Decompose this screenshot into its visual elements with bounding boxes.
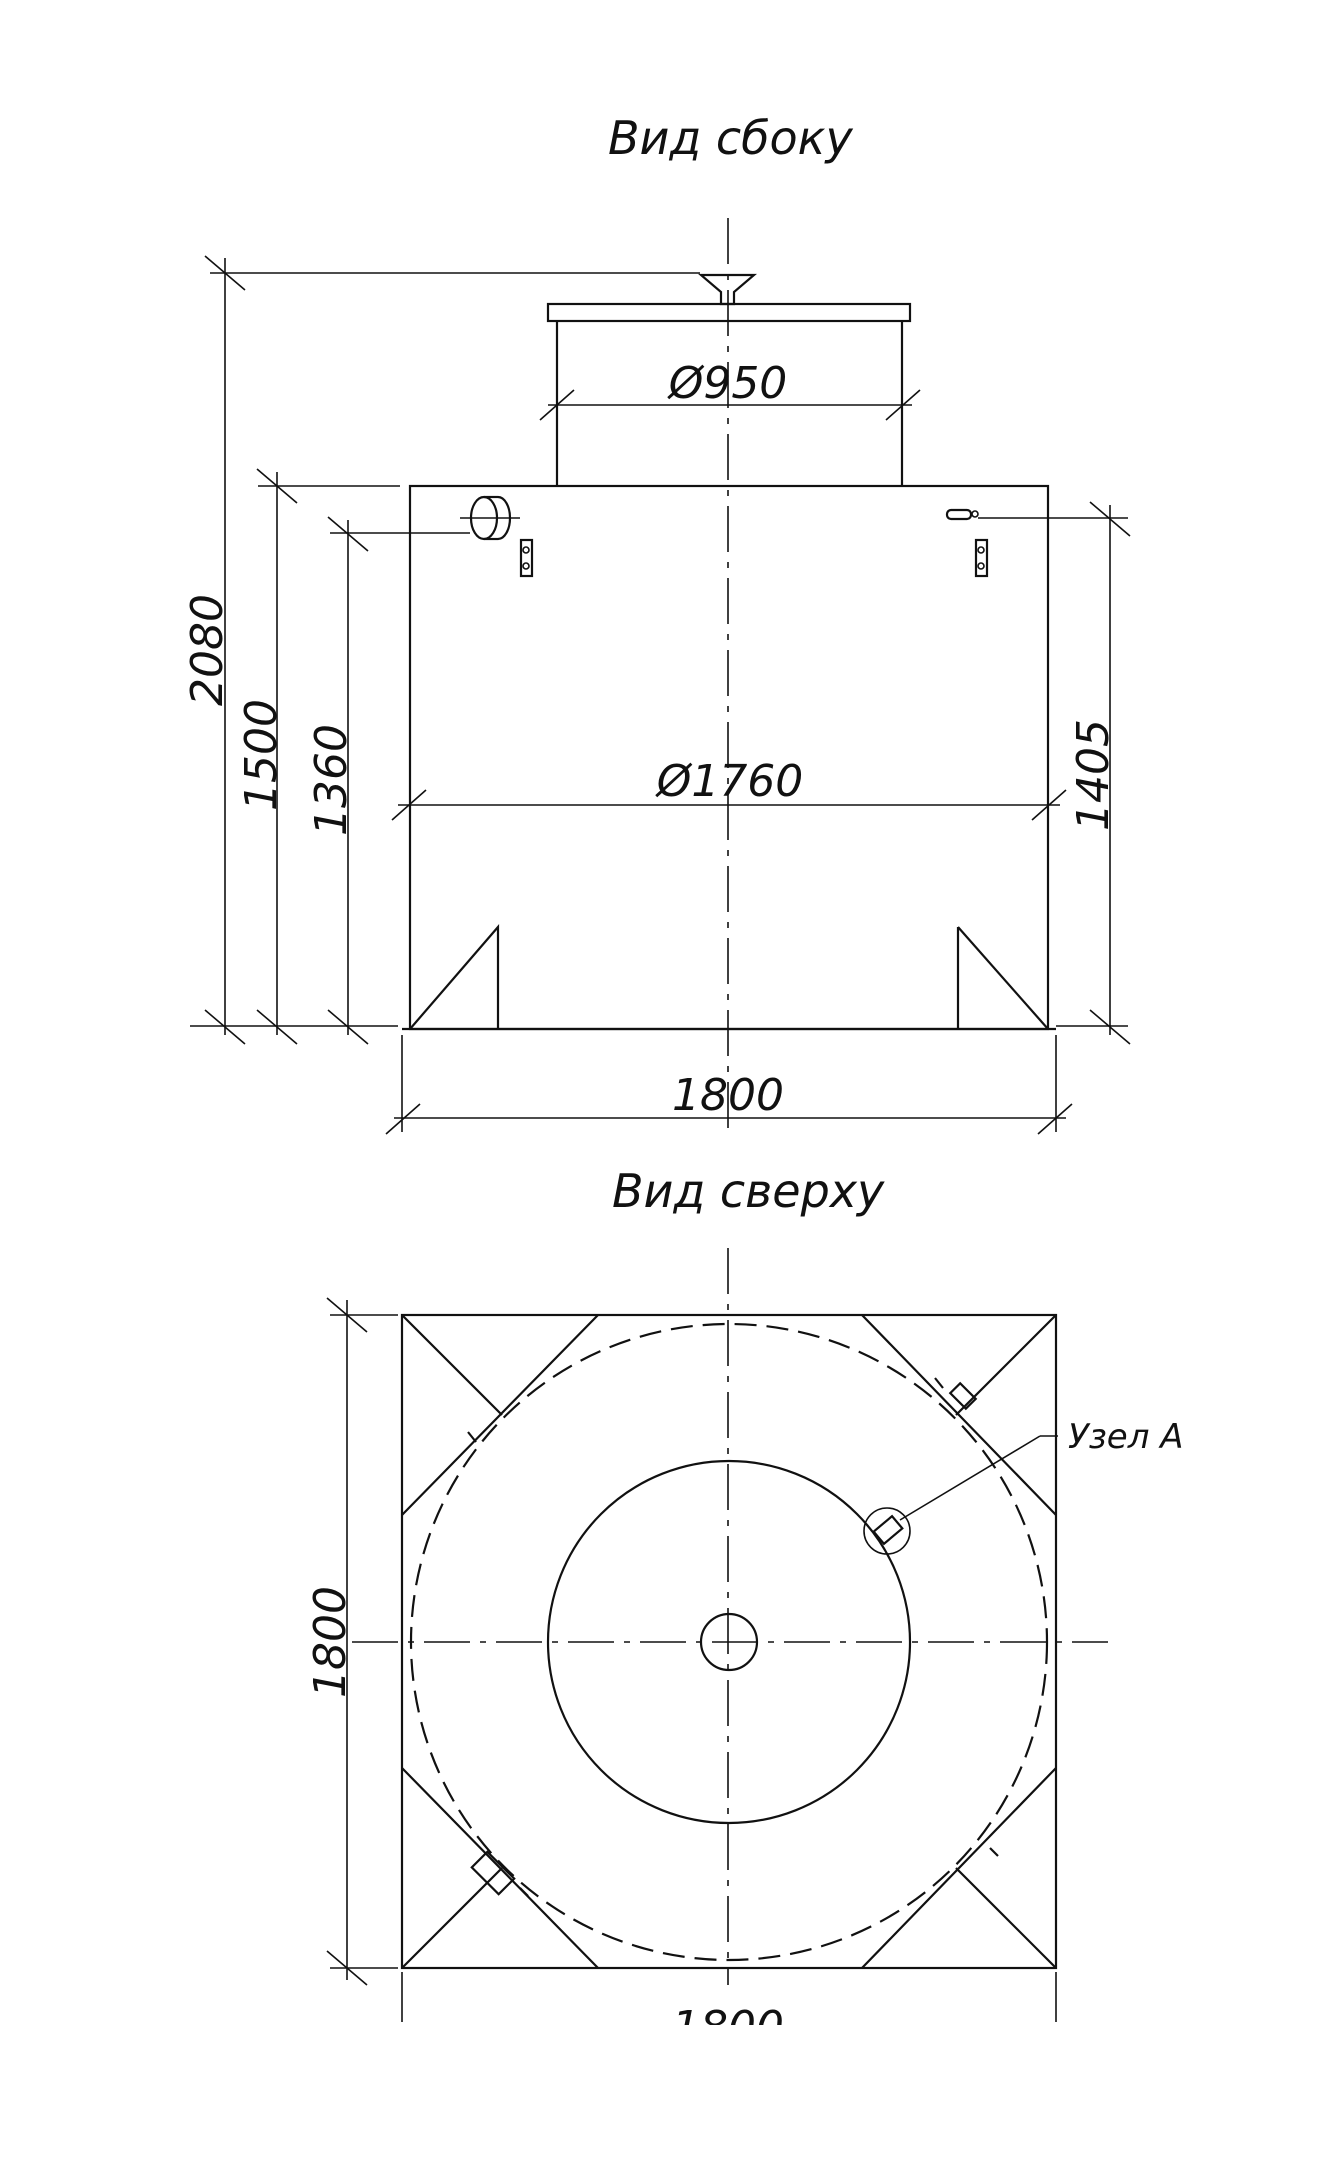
corner-gussets xyxy=(401,1314,1057,1969)
dim-1800-top-left-label: 1800 xyxy=(305,1586,356,1698)
dim-right-height: 1405 xyxy=(978,501,1131,1045)
dim-1405-label: 1405 xyxy=(1068,719,1119,831)
dim-lower-height: 1360 xyxy=(306,516,470,1045)
node-a-label: Узел А xyxy=(1068,1417,1184,1457)
left-gusset xyxy=(409,924,500,1030)
dim-body-height: 1500 xyxy=(236,468,400,1045)
bottom-whitespace xyxy=(0,2025,1327,2163)
dim-base-width: 1800 xyxy=(385,1035,1073,1135)
dim-overall-height: 2080 xyxy=(182,255,700,1045)
lid xyxy=(546,302,912,323)
dim-top-left-height: 1800 xyxy=(305,1297,398,1986)
side-view-title: Вид сбоку xyxy=(608,111,853,165)
dim-1500-label: 1500 xyxy=(236,699,287,811)
node-a-callout: Узел А xyxy=(863,1417,1184,1555)
side-view: Вид сбоку xyxy=(182,111,1131,1135)
top-view: Вид сверху xyxy=(305,1164,1184,2053)
right-gusset xyxy=(957,926,1049,1030)
top-view-title: Вид сверху xyxy=(612,1164,885,1218)
knob-circle xyxy=(699,1612,759,1672)
right-nozzle xyxy=(945,508,979,521)
outline-lugs xyxy=(467,1377,999,1897)
neck-circle xyxy=(546,1459,912,1825)
dim-1800-side-label: 1800 xyxy=(672,1070,784,1121)
dim-neck-diameter: Ø950 xyxy=(539,358,921,421)
dim-2080-label: 2080 xyxy=(182,594,233,706)
left-nozzle xyxy=(460,495,520,541)
body-outline-circle xyxy=(409,1322,1049,1962)
dim-1360-label: 1360 xyxy=(306,724,357,836)
dim-950-label: Ø950 xyxy=(667,358,788,409)
base-square xyxy=(400,1313,1058,1970)
dim-1760-label: Ø1760 xyxy=(655,756,804,807)
right-lifting-lug xyxy=(974,538,989,578)
left-lifting-lug xyxy=(519,538,534,578)
dim-body-diameter: Ø1760 xyxy=(391,756,1067,821)
